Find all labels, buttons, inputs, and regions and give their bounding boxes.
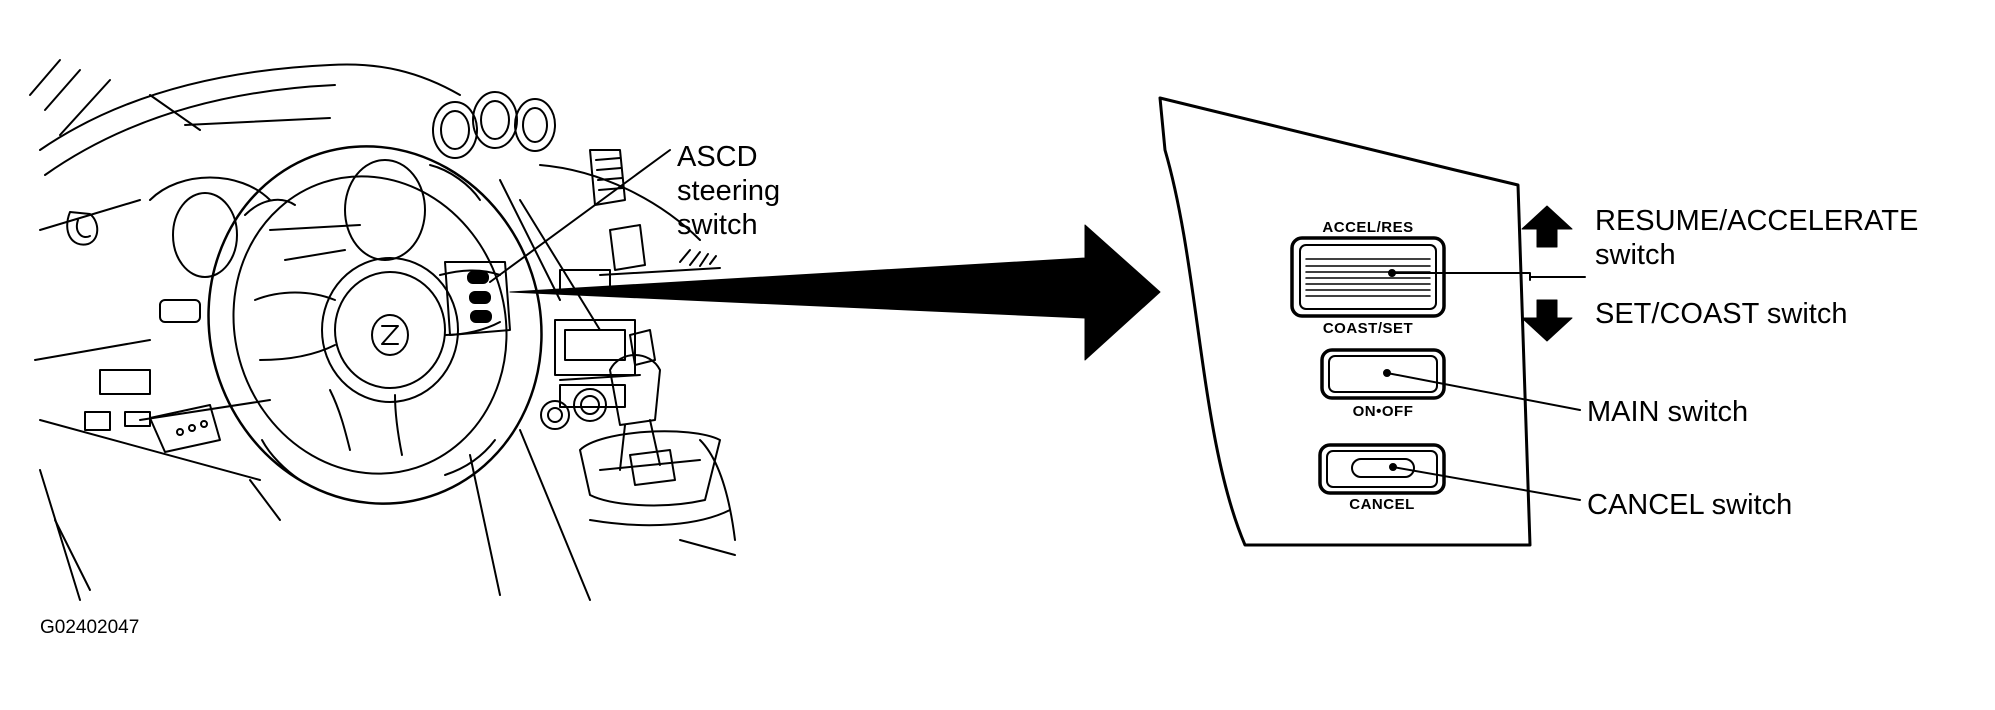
resume-accelerate-line-2: switch: [1595, 239, 1676, 271]
cancel-button-label: CANCEL: [1349, 496, 1415, 513]
cancel-leader-line: [1392, 466, 1581, 501]
callout-line-3: switch: [677, 209, 758, 241]
coast-set-label: COAST/SET: [1322, 320, 1414, 337]
down-arrow-icon: [1521, 299, 1573, 342]
callout-main-switch: MAIN switch: [1587, 396, 1749, 428]
figure-id: G02402047: [40, 617, 140, 638]
resume-accelerate-line-1: RESUME/ACCELERATE: [1595, 205, 1919, 237]
callout-set-coast: SET/COAST switch: [1595, 298, 1848, 330]
ascd-leader-line: [489, 149, 671, 283]
callout-resume-accelerate: RESUME/ACCELERATE switch: [1595, 204, 1918, 272]
switch-panel-closeup: [1158, 96, 1532, 547]
up-arrow-icon: [1521, 205, 1573, 248]
pointer-arrow: [509, 224, 1161, 361]
accel-res-label: ACCEL/RES: [1322, 219, 1414, 236]
on-off-label: ON•OFF: [1352, 403, 1414, 420]
resume-leader-line: [1391, 272, 1586, 281]
callout-line-1: ASCD: [677, 141, 758, 173]
main-leader-line: [1386, 372, 1581, 411]
callout-ascd-steering-switch: ASCD steering switch: [677, 140, 780, 242]
callout-cancel-switch: CANCEL switch: [1587, 489, 1793, 521]
dashboard-illustration: [29, 59, 736, 601]
callout-line-2: steering: [677, 175, 781, 207]
